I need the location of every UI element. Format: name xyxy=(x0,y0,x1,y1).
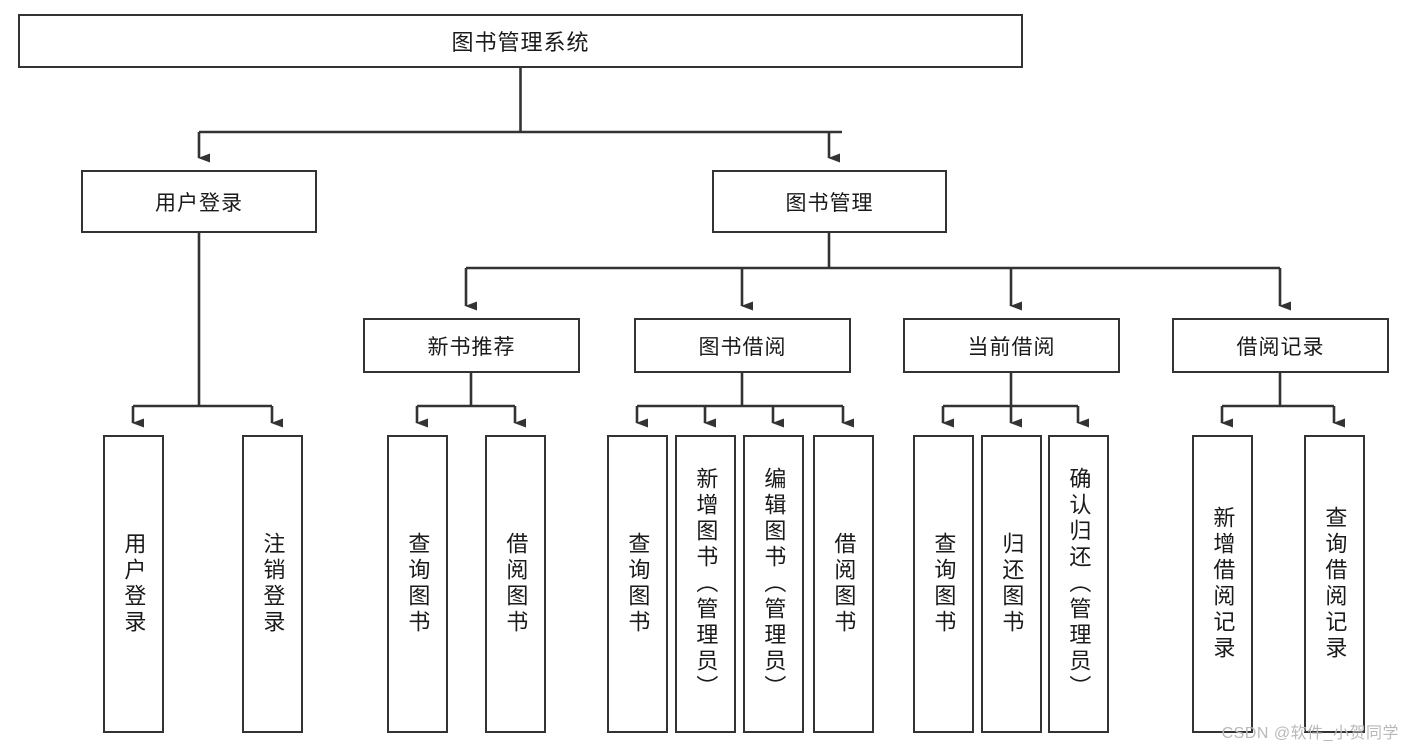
leaf-edit-book-label: 编辑图书（管理员） xyxy=(761,467,787,701)
leaf-query-book-2-label: 查询图书 xyxy=(625,532,651,636)
node-current-borrow-label: 当前借阅 xyxy=(967,335,1056,359)
leaf-user-logout[interactable]: 注销登录 xyxy=(242,435,303,733)
leaf-edit-book[interactable]: 编辑图书（管理员） xyxy=(743,435,804,733)
leaf-borrow-book-2-label: 借阅图书 xyxy=(831,532,857,636)
node-root-label: 图书管理系统 xyxy=(451,30,590,55)
leaf-confirm-return[interactable]: 确认归还（管理员） xyxy=(1048,435,1109,733)
leaf-confirm-return-label: 确认归还（管理员） xyxy=(1066,467,1092,701)
node-book-manage[interactable]: 图书管理 xyxy=(712,170,947,233)
leaf-user-login[interactable]: 用户登录 xyxy=(103,435,164,733)
leaf-query-record[interactable]: 查询借阅记录 xyxy=(1304,435,1365,733)
leaf-add-book-label: 新增图书（管理员） xyxy=(693,467,719,701)
node-book-manage-label: 图书管理 xyxy=(785,191,874,215)
leaf-borrow-book-2[interactable]: 借阅图书 xyxy=(813,435,874,733)
leaf-query-record-label: 查询借阅记录 xyxy=(1322,506,1348,662)
node-new-book-rec[interactable]: 新书推荐 xyxy=(363,318,580,373)
node-book-borrow-label: 图书借阅 xyxy=(698,335,787,359)
leaf-return-book-label: 归还图书 xyxy=(999,532,1025,636)
leaf-query-book-3[interactable]: 查询图书 xyxy=(913,435,974,733)
node-borrow-record-label: 借阅记录 xyxy=(1236,335,1325,359)
leaf-add-record[interactable]: 新增借阅记录 xyxy=(1192,435,1253,733)
leaf-add-book[interactable]: 新增图书（管理员） xyxy=(675,435,736,733)
leaf-user-logout-label: 注销登录 xyxy=(260,532,286,636)
leaf-add-record-label: 新增借阅记录 xyxy=(1210,506,1236,662)
leaf-borrow-book-1-label: 借阅图书 xyxy=(503,532,529,636)
leaf-user-login-label: 用户登录 xyxy=(121,532,147,636)
leaf-query-book-1[interactable]: 查询图书 xyxy=(387,435,448,733)
node-root[interactable]: 图书管理系统 xyxy=(18,14,1023,68)
leaf-borrow-book-1[interactable]: 借阅图书 xyxy=(485,435,546,733)
node-user-login[interactable]: 用户登录 xyxy=(81,170,317,233)
leaf-query-book-2[interactable]: 查询图书 xyxy=(607,435,668,733)
node-new-book-rec-label: 新书推荐 xyxy=(427,335,516,359)
node-current-borrow[interactable]: 当前借阅 xyxy=(903,318,1120,373)
leaf-query-book-1-label: 查询图书 xyxy=(405,532,431,636)
node-book-borrow[interactable]: 图书借阅 xyxy=(634,318,851,373)
leaf-return-book[interactable]: 归还图书 xyxy=(981,435,1042,733)
watermark: CSDN @软件_小贺同学 xyxy=(1221,725,1399,742)
leaf-query-book-3-label: 查询图书 xyxy=(931,532,957,636)
node-borrow-record[interactable]: 借阅记录 xyxy=(1172,318,1389,373)
node-user-login-label: 用户登录 xyxy=(155,191,243,215)
